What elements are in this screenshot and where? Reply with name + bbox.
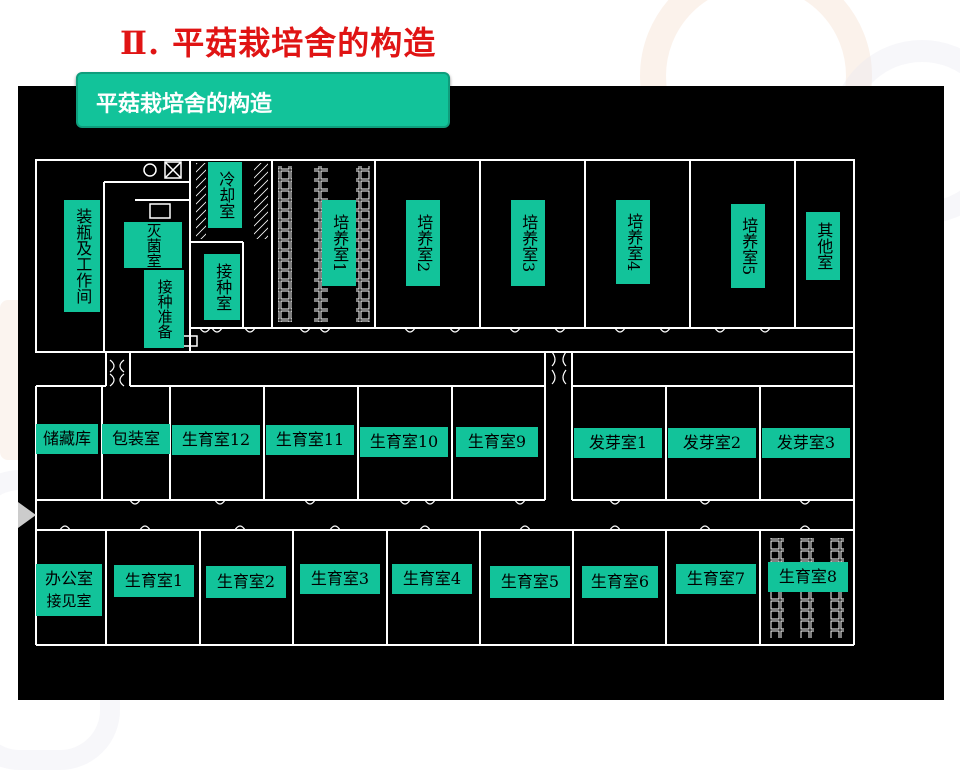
room-zhuangping: 装瓶及工作间 bbox=[64, 200, 100, 312]
room-shengyu-6: 生育室6 bbox=[582, 566, 658, 598]
room-faya-1: 发芽室1 bbox=[574, 428, 662, 458]
room-faya-2: 发芽室2 bbox=[668, 428, 756, 458]
room-shengyu-12: 生育室12 bbox=[172, 425, 260, 455]
room-chucang: 储藏库 bbox=[36, 424, 98, 454]
room-baozhuang: 包装室 bbox=[102, 424, 170, 454]
room-jiezhong: 接种室 bbox=[204, 254, 240, 320]
room-bangong-label: 办公室 bbox=[44, 569, 93, 589]
room-shengyu-7: 生育室7 bbox=[676, 564, 756, 594]
room-shengyu-1: 生育室1 bbox=[114, 565, 194, 597]
room-jiezhong-zhunbei: 接种准备 bbox=[144, 270, 184, 348]
room-faya-3: 发芽室3 bbox=[762, 428, 850, 458]
room-lengque: 冷却室 bbox=[208, 162, 242, 228]
room-peiyang-2: 培养室2 bbox=[406, 200, 440, 286]
room-shengyu-4: 生育室4 bbox=[392, 564, 472, 594]
room-shengyu-9: 生育室9 bbox=[456, 427, 538, 457]
room-miejun: 灭菌室 bbox=[124, 222, 182, 268]
room-peiyang-5: 培养室5 bbox=[731, 204, 765, 288]
room-shengyu-3: 生育室3 bbox=[300, 564, 380, 594]
room-shengyu-8: 生育室8 bbox=[768, 562, 848, 592]
plan-label: 平菇栽培舍的构造 bbox=[76, 72, 450, 128]
room-qita: 其他室 bbox=[806, 212, 840, 280]
page-title: Ⅱ. 平菇栽培舍的构造 bbox=[120, 24, 437, 62]
room-jiejian-label: 接见室 bbox=[46, 591, 92, 610]
room-shengyu-10: 生育室10 bbox=[360, 427, 448, 457]
room-shengyu-11: 生育室11 bbox=[266, 425, 354, 455]
room-bangong: 办公室 接见室 bbox=[36, 564, 102, 616]
room-shengyu-5: 生育室5 bbox=[490, 566, 570, 598]
room-peiyang-3: 培养室3 bbox=[511, 200, 545, 286]
room-peiyang-1: 培养室1 bbox=[322, 200, 356, 286]
room-shengyu-2: 生育室2 bbox=[206, 566, 286, 598]
top-block-wall bbox=[35, 159, 855, 353]
room-peiyang-4: 培养室4 bbox=[616, 200, 650, 284]
doors bbox=[59, 327, 811, 531]
entrance-arrow-icon bbox=[18, 502, 36, 528]
